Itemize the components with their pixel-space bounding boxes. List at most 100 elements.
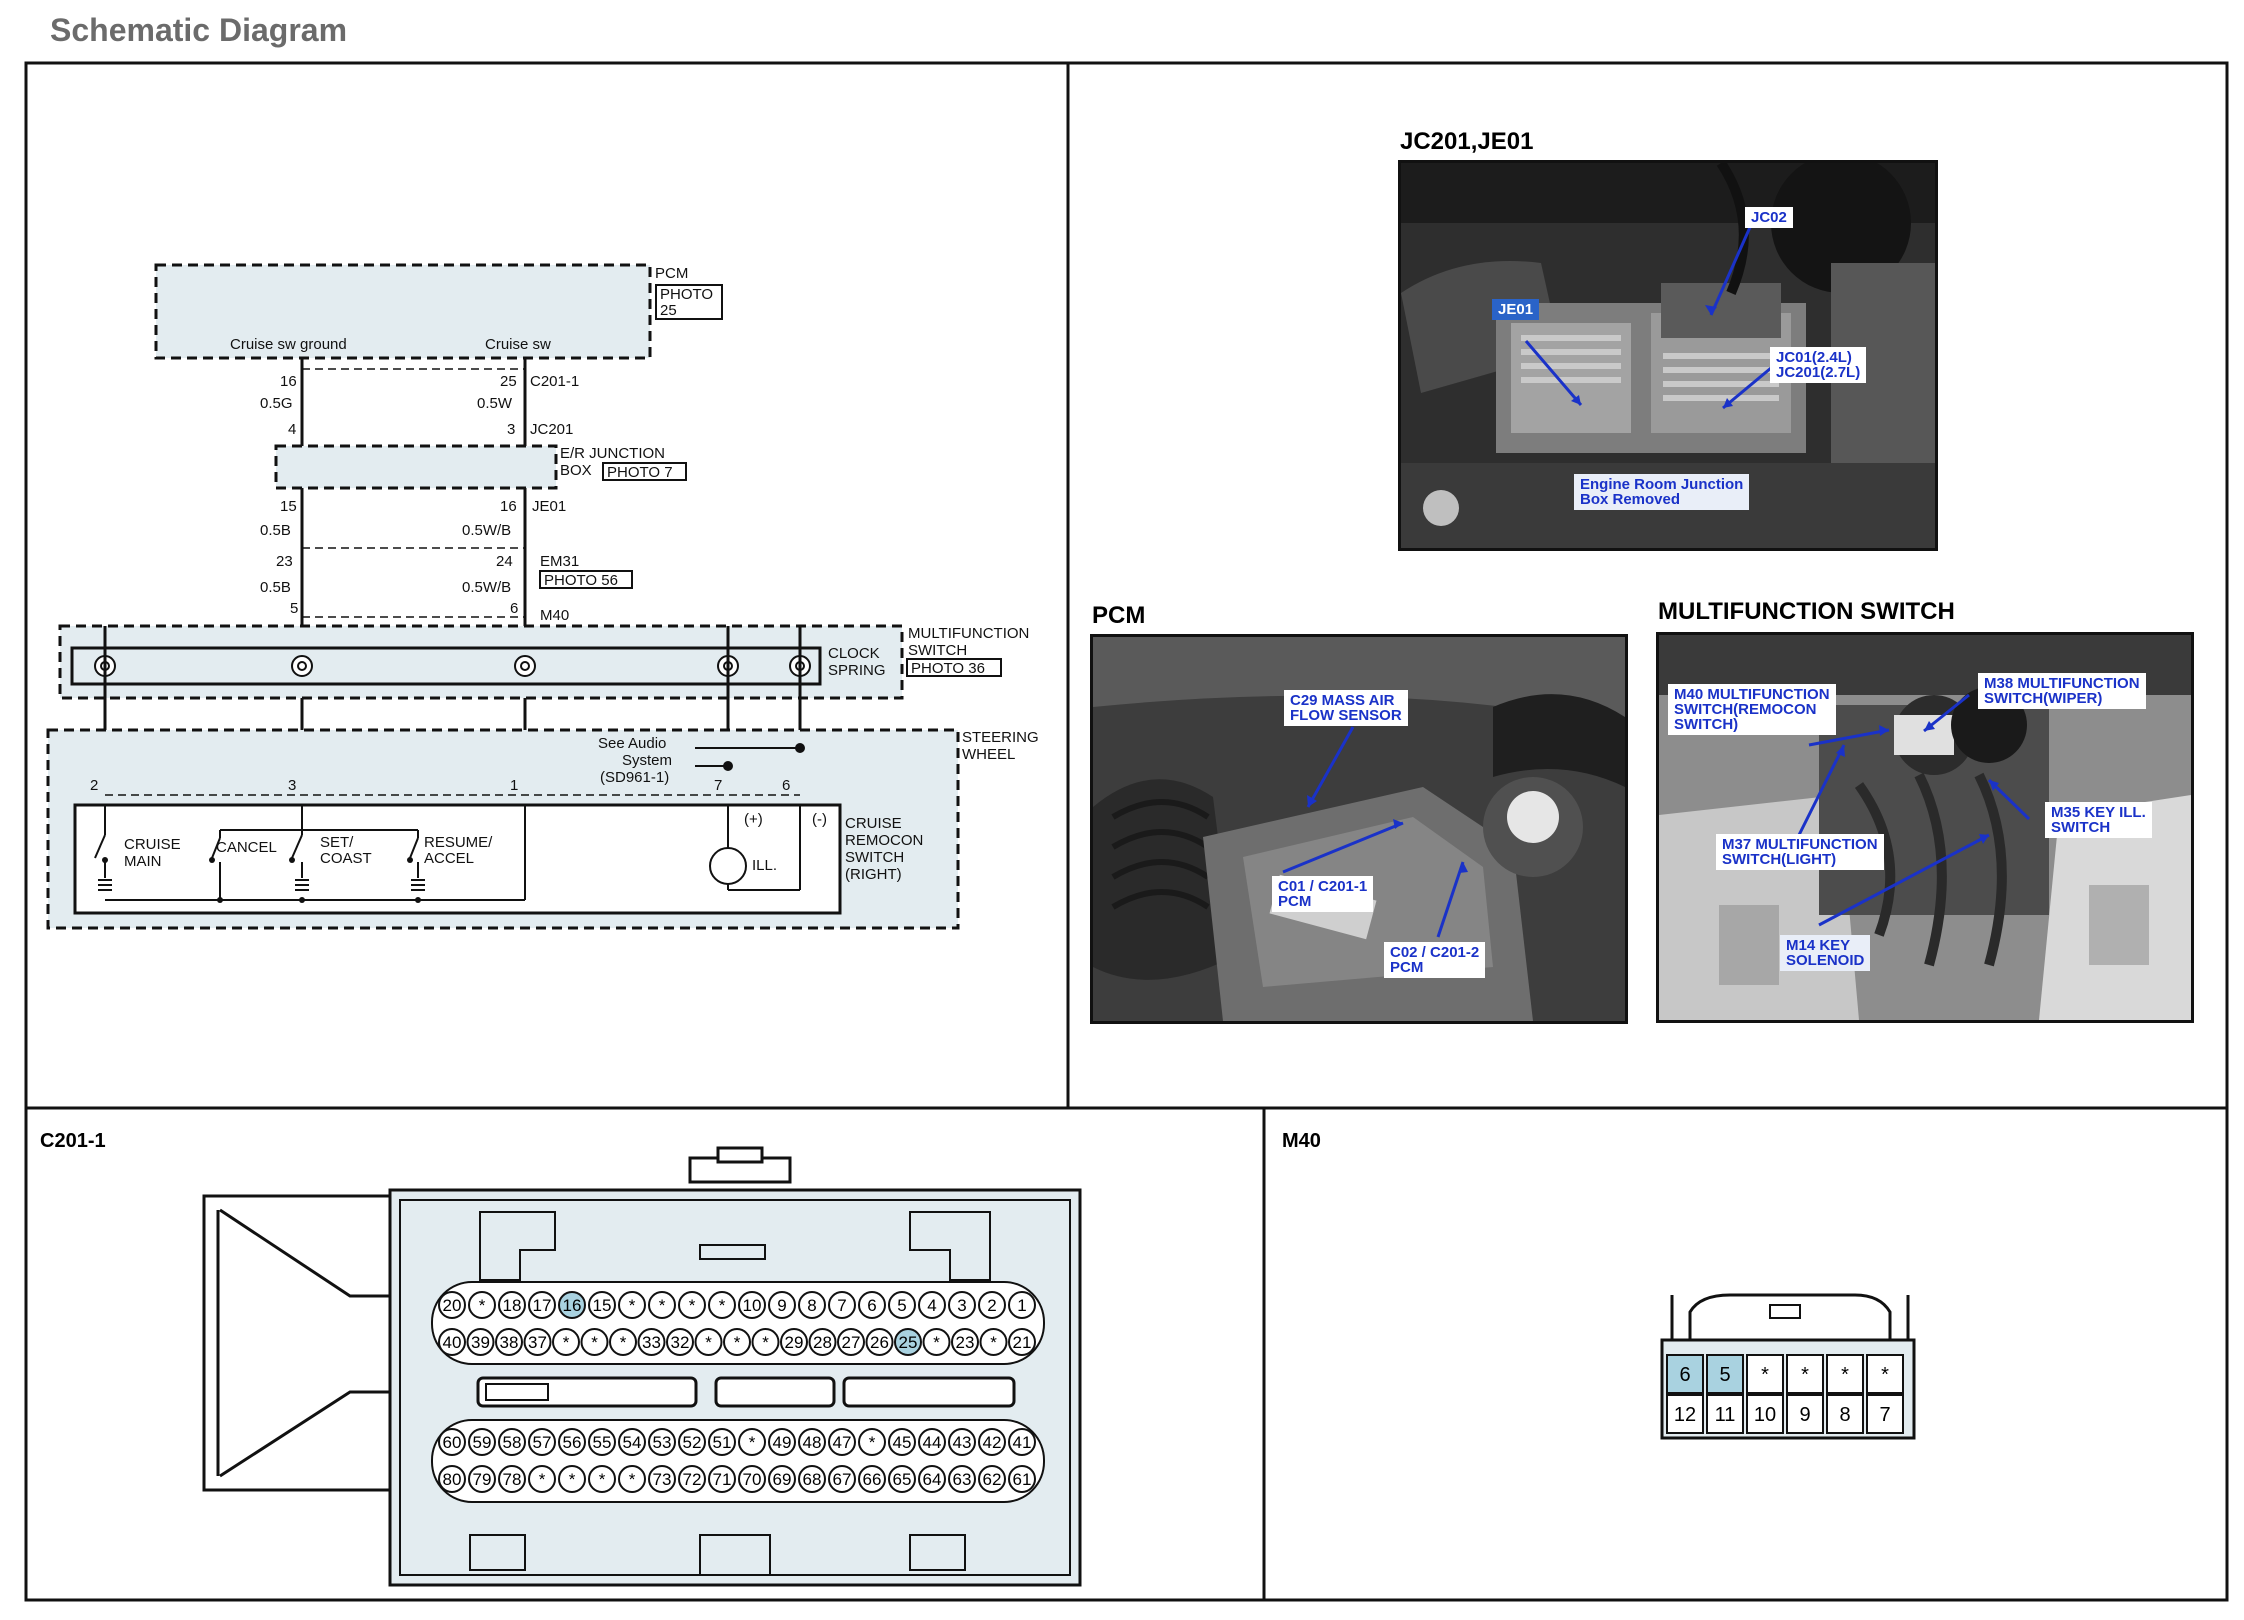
- c201-row1-pin-circle: [1008, 1291, 1036, 1319]
- m40-pin-label: *: [1761, 1364, 1769, 1386]
- c201-row3-pin-circle: [858, 1428, 886, 1456]
- c201-row3-pin-label: 42: [983, 1433, 1002, 1452]
- pcm-photo-box: [655, 284, 723, 320]
- c201-row3-pin-circle: [828, 1428, 856, 1456]
- m40-pin-label: 5: [1719, 1364, 1730, 1386]
- c201-row2-pin-circle: [979, 1328, 1008, 1356]
- c201-row2-pin-circle: [438, 1328, 466, 1356]
- c201-row4-pin-label: 78: [503, 1470, 522, 1489]
- photo-pcm-title: PCM: [1092, 602, 1146, 629]
- c201-row2-pin-circle: [523, 1328, 552, 1356]
- conn-c201-1: C201-1: [530, 373, 579, 390]
- c201-row3-pin-circle: [918, 1428, 946, 1456]
- c201-row2-pin-circle: [666, 1328, 694, 1356]
- c201-row3-pin-circle: [1008, 1428, 1036, 1456]
- c201-row4-pin-circle: [828, 1465, 856, 1493]
- switch-cruise-main-l1: CRUISE: [124, 836, 181, 853]
- m40-pin-cell: [1706, 1354, 1744, 1394]
- clock-spring-line1: CLOCK: [828, 645, 880, 662]
- wire-color-05wb-2: 0.5W/B: [462, 579, 511, 596]
- c201-row1-pin-circle: [888, 1291, 916, 1319]
- c201-row2-pin-circle: [894, 1328, 922, 1356]
- c201-row4-pin-label: 65: [893, 1470, 912, 1489]
- c201-row4-pin-circle: [978, 1465, 1006, 1493]
- c201-row2-pin-label: *: [734, 1333, 741, 1352]
- callout-c01: C01 / C201-1 PCM: [1272, 876, 1374, 912]
- mfs-line2: SWITCH: [908, 642, 967, 659]
- wire-color-05wb: 0.5W/B: [462, 522, 511, 539]
- m40-pin-label: 11: [1715, 1404, 1736, 1426]
- c201-row3-pin-circle: [888, 1428, 916, 1456]
- switch-resume-l2: ACCEL: [424, 850, 474, 867]
- steering-wheel-line1: STEERING: [962, 729, 1039, 746]
- c201-row2-pin-circle: [951, 1328, 979, 1356]
- c201-row2-pin-circle: [837, 1328, 865, 1356]
- sw-pin-1: 1: [510, 777, 518, 794]
- mfs-photo: PHOTO 36: [911, 660, 985, 677]
- er-photo: PHOTO 7: [607, 464, 673, 481]
- c201-row2-pin-circle: [1008, 1328, 1036, 1356]
- wire-pin-24: 24: [496, 553, 513, 570]
- c201-row4-pin-label: *: [629, 1470, 636, 1489]
- c201-row3-pin-circle: [618, 1428, 646, 1456]
- c201-row2-pin-circle: [637, 1328, 666, 1356]
- c201-row1-pin-label: 16: [563, 1296, 582, 1315]
- callout-m38: M38 MULTIFUNCTION SWITCH(WIPER): [1978, 673, 2146, 709]
- c201-row3-pin-circle: [978, 1428, 1006, 1456]
- c201-row4-pin-circle: [618, 1465, 646, 1493]
- c201-row2-pin-label: 29: [785, 1333, 804, 1352]
- c201-label: C201-1: [40, 1130, 106, 1152]
- c201-row3-pin-label: 57: [533, 1433, 552, 1452]
- c201-row1-pin-circle: [738, 1291, 766, 1319]
- c201-row3-pin-circle: [768, 1428, 796, 1456]
- switch-cancel: CANCEL: [216, 839, 277, 856]
- c201-row1-pin-label: 10: [743, 1296, 762, 1315]
- c201-row3-pin-label: 48: [803, 1433, 822, 1452]
- wire-color-05g: 0.5G: [260, 395, 293, 412]
- c201-row2-pin-circle: [780, 1328, 808, 1356]
- c201-row4-pin-circle: [738, 1465, 766, 1493]
- c201-row3-pin-circle: [708, 1428, 736, 1456]
- c201-row4-pin-circle: [858, 1465, 886, 1493]
- steering-wheel-line2: WHEEL: [962, 746, 1015, 763]
- wire-pin-15: 15: [280, 498, 297, 515]
- page-title: Schematic Diagram: [50, 12, 348, 48]
- c201-row2-pin-circle: [552, 1328, 580, 1356]
- callout-er-removed: Engine Room Junction Box Removed: [1574, 474, 1750, 510]
- c201-row3-pin-circle: [498, 1428, 526, 1456]
- clock-spring-line2: SPRING: [828, 662, 886, 679]
- c201-row1-pin-label: 18: [503, 1296, 522, 1315]
- c201-row2-pin-circle: [865, 1328, 894, 1356]
- c201-row1-pin-circle: [648, 1291, 676, 1319]
- m40-pin-cell: [1826, 1394, 1864, 1434]
- switch-cruise-main-l2: MAIN: [124, 853, 162, 870]
- c201-row1-pin-label: 17: [533, 1296, 552, 1315]
- c201-row2-pin-label: *: [591, 1333, 598, 1352]
- c201-row2-pin-circle: [694, 1328, 723, 1356]
- c201-row3-pin-circle: [558, 1428, 586, 1456]
- audio-ref-line3: (SD961-1): [600, 769, 669, 786]
- audio-ref-line1: See Audio: [598, 735, 666, 752]
- c201-row2-pin-label: 33: [642, 1333, 661, 1352]
- callout-m35: M35 KEY ILL. SWITCH: [2045, 802, 2152, 838]
- callout-jc02: JC02: [1745, 207, 1793, 228]
- sw-pin-7: 7: [714, 777, 722, 794]
- c201-row1-pin-label: 8: [807, 1296, 816, 1315]
- sw-pin-3: 3: [288, 777, 296, 794]
- c201-row1-pin-label: *: [479, 1296, 486, 1315]
- em31-photo-box: [539, 570, 633, 589]
- m40-pin-label: 10: [1754, 1404, 1776, 1426]
- c201-row3-pin-circle: [588, 1428, 616, 1456]
- c201-row3-pin-circle: [798, 1428, 826, 1456]
- wire-pin-16b: 16: [500, 498, 517, 515]
- c201-row1-pin-label: 20: [443, 1296, 462, 1315]
- wire-color-05b: 0.5B: [260, 522, 291, 539]
- er-junction-box: [274, 444, 558, 490]
- c201-row1-pin-label: 15: [593, 1296, 612, 1315]
- c201-row4-pin-label: 61: [1013, 1470, 1032, 1489]
- pcm-photo-line2: 25: [660, 302, 677, 319]
- c201-row2-pin-label: 39: [471, 1333, 490, 1352]
- c201-row1-pin-label: 4: [927, 1296, 936, 1315]
- m40-pin-label: 6: [1679, 1364, 1690, 1386]
